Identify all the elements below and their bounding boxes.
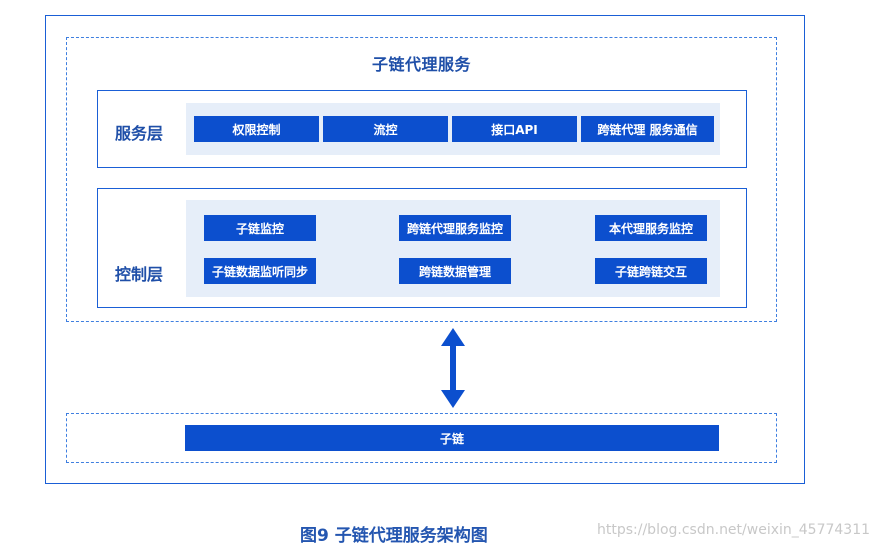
block-subchain-monitor: 子链监控 [204,215,316,241]
block-subchain-data-sync: 子链数据监听同步 [204,258,316,284]
proxy-service-boundary [66,37,777,322]
block-cross-chain-proxy-monitor: 跨链代理服务监控 [399,215,511,241]
outer-frame [45,15,805,484]
figure-caption: 图9 子链代理服务架构图 [300,526,488,546]
control-layer-label: 控制层 [115,265,164,284]
watermark: https://blog.csdn.net/weixin_45774311 [597,522,870,538]
block-interface-api: 接口API [452,116,577,142]
block-flow-control: 流控 [323,116,448,142]
block-access-control: 权限控制 [194,116,319,142]
block-cross-chain-data-mgmt: 跨链数据管理 [399,258,511,284]
subchain-boundary [66,413,777,463]
proxy-service-title: 子链代理服务 [371,55,471,74]
subchain-bar: 子链 [185,425,719,451]
service-layer-box [97,90,747,168]
block-local-proxy-monitor: 本代理服务监控 [595,215,707,241]
block-cross-chain-proxy-comm: 跨链代理 服务通信 [581,116,714,142]
bidirectional-arrow-icon [441,328,465,408]
service-layer-label: 服务层 [115,124,164,143]
control-layer-box [97,188,747,308]
block-subchain-cross-chain-interaction: 子链跨链交互 [595,258,707,284]
